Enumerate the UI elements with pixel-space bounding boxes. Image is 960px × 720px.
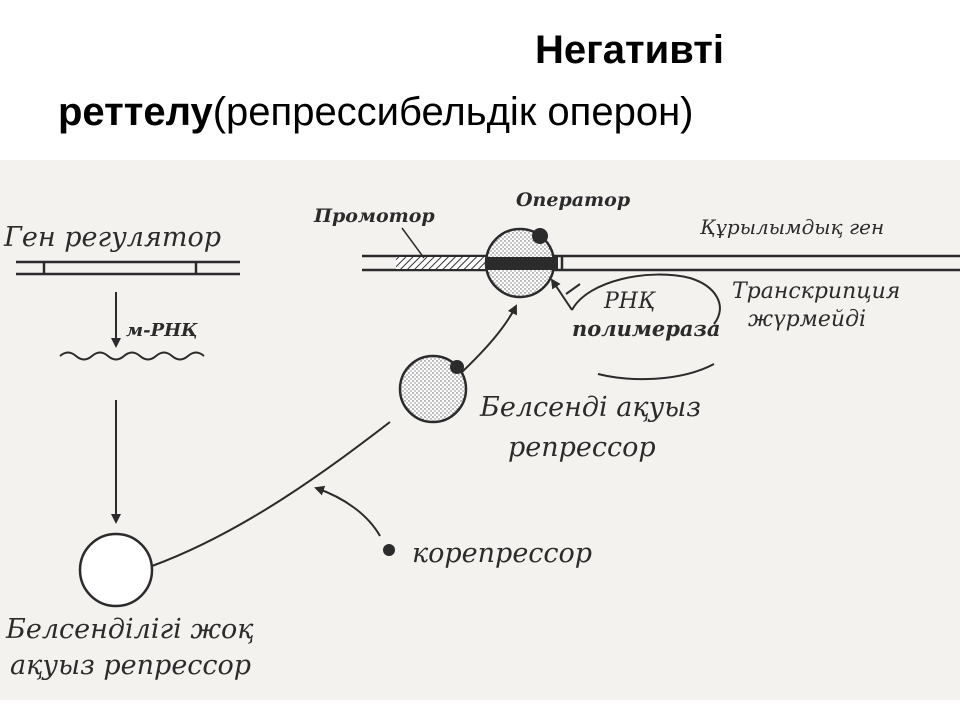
operon-diagram-panel: Ген регулятор м-РНҚ Белсенділігі жоқ ақу… xyxy=(0,160,960,700)
inactive-repressor-label-1: Белсенділігі жоқ xyxy=(5,614,254,645)
regulator-gene-label: Ген регулятор xyxy=(3,222,221,253)
promoter-label: Промотор xyxy=(313,205,435,227)
regulator-gene-dna xyxy=(16,260,240,276)
bound-corepressor-dot xyxy=(450,360,464,374)
active-repressor-label-1: Белсенді ақуыз xyxy=(479,392,701,423)
no-transcription-label-1: Транскрипция xyxy=(732,279,900,304)
rna-polymerase-label-1: РНҚ xyxy=(603,289,656,314)
operator-label: Оператор xyxy=(516,189,631,211)
operator-region xyxy=(486,257,558,270)
no-transcription-label-2: жүрмейді xyxy=(748,307,866,332)
operon-dna xyxy=(362,254,960,272)
mrna-wave xyxy=(59,351,205,361)
promoter-region xyxy=(396,257,488,269)
active-repressor-label-2: репрессор xyxy=(508,432,656,463)
inactive-repressor-circle xyxy=(78,532,154,608)
active-repressor-circle xyxy=(398,354,468,424)
mrna-label: м-РНҚ xyxy=(126,320,198,341)
operator-corepressor-dot xyxy=(532,228,548,244)
blocked-polymerase-arrow xyxy=(550,278,573,311)
corepressor-dot xyxy=(383,544,395,556)
title-rest-part: (репрессибельдік оперон) xyxy=(212,90,694,134)
title-line-2: реттелу(репрессибельдік оперон) xyxy=(58,84,693,140)
inactive-repressor-label-2: ақуыз репрессор xyxy=(10,650,251,681)
operon-diagram: Ген регулятор м-РНҚ Белсенділігі жоқ ақу… xyxy=(3,189,960,681)
rna-polymerase-label-2: полимераза xyxy=(572,316,721,341)
corepressor-label: корепрессор xyxy=(412,538,592,569)
title-bold-part: реттелу xyxy=(58,90,213,134)
rna-polymerase-outline-top xyxy=(571,273,721,325)
binding-arrow xyxy=(461,304,517,373)
structural-gene-label: Құрылымдық ген xyxy=(699,215,884,239)
corepressor-arrow xyxy=(314,485,381,537)
rna-polymerase-outline-bottom xyxy=(597,363,715,381)
title-line-1: Негативті xyxy=(535,28,724,72)
activation-path xyxy=(151,421,391,567)
promoter-pointer xyxy=(401,227,425,259)
block-bar xyxy=(565,283,581,295)
